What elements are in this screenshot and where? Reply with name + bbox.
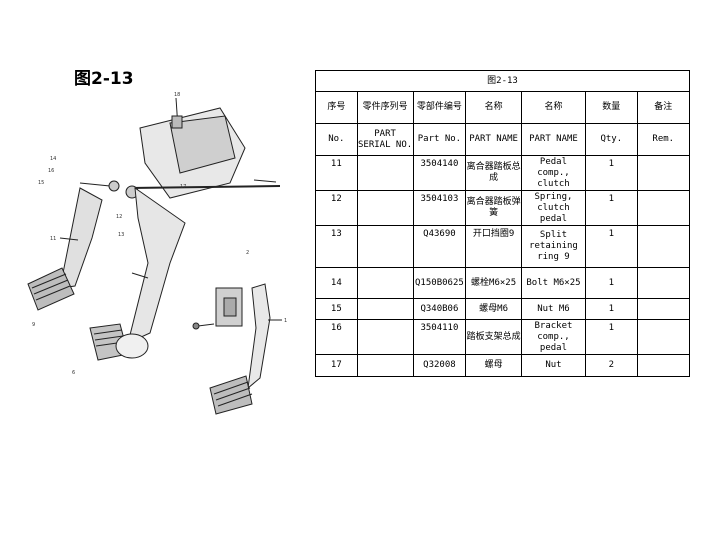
svg-text:9: 9 xyxy=(32,322,35,328)
table-caption: 图2-13 xyxy=(315,70,690,92)
table-row: 14 Q150B0625 螺栓M6×25 Bolt M6×25 1 xyxy=(315,267,691,299)
svg-text:2: 2 xyxy=(246,250,249,256)
cell-qty: 1 xyxy=(585,155,638,191)
table-row: 15 Q340B06 螺母M6 Nut M6 1 xyxy=(315,298,691,320)
cell-name-cn: 螺母M6 xyxy=(465,298,522,320)
cell-serial xyxy=(356,225,414,268)
cell-name-cn: 螺母 xyxy=(465,354,522,377)
cell-name-cn: 离合器踏板弹簧 xyxy=(465,190,522,226)
cell-serial xyxy=(356,155,414,191)
cell-part-no: Q43690 xyxy=(412,225,467,268)
header-serial-cn: 零件序列号 xyxy=(356,91,414,124)
svg-text:15: 15 xyxy=(38,180,44,186)
cell-serial xyxy=(356,354,414,377)
cell-name-cn: 螺栓M6×25 xyxy=(465,267,522,299)
cell-no: 14 xyxy=(315,267,358,299)
cell-serial xyxy=(356,319,414,355)
cell-name-cn: 踏板支架总成 xyxy=(465,319,522,355)
svg-text:16: 16 xyxy=(48,168,54,174)
svg-text:11: 11 xyxy=(50,236,56,242)
cell-serial xyxy=(356,190,414,226)
header-serial-en: PART SERIAL NO. xyxy=(356,123,414,156)
cell-name-en: Spring, clutch pedal xyxy=(520,190,587,226)
svg-text:1: 1 xyxy=(284,318,287,324)
cell-serial xyxy=(356,298,414,320)
cell-part-no: 3504110 xyxy=(412,319,467,355)
cell-no: 15 xyxy=(315,298,358,320)
cell-name-en: Bolt M6×25 xyxy=(520,267,587,299)
header-no-en: No. xyxy=(315,123,358,156)
cell-name-en: Pedal comp., clutch xyxy=(520,155,587,191)
header-row-en: No. PART SERIAL NO. Part No. PART NAME P… xyxy=(315,123,691,156)
cell-rem xyxy=(636,267,691,299)
cell-part-no: Q150B0625 xyxy=(412,267,467,299)
cell-qty: 1 xyxy=(585,319,638,355)
cell-name-cn: 开口挡圈9 xyxy=(465,225,522,268)
header-name2-en: PART NAME xyxy=(520,123,587,156)
cell-part-no: Q340B06 xyxy=(412,298,467,320)
table-caption-row: 图2-13 xyxy=(315,70,690,92)
svg-text:12: 12 xyxy=(116,214,122,220)
svg-text:14: 14 xyxy=(50,156,56,162)
cell-qty: 1 xyxy=(585,298,638,320)
cell-qty: 2 xyxy=(585,354,638,377)
cell-no: 12 xyxy=(315,190,358,226)
cell-name-en: Bracket comp., pedal xyxy=(520,319,587,355)
parts-table: 图2-13 序号 零件序列号 零部件编号 名称 名称 数量 备注 No. PAR… xyxy=(315,70,691,377)
header-name-cn: 名称 xyxy=(465,91,522,124)
cell-name-en: Split retaining ring 9 xyxy=(520,225,587,268)
cell-qty: 1 xyxy=(585,225,638,268)
table-row: 13 Q43690 开口挡圈9 Split retaining ring 9 1 xyxy=(315,225,691,268)
table-row: 12 3504103 离合器踏板弹簧 Spring, clutch pedal … xyxy=(315,190,691,226)
cell-no: 16 xyxy=(315,319,358,355)
cell-part-no: 3504103 xyxy=(412,190,467,226)
cell-part-no: 3504140 xyxy=(412,155,467,191)
header-rem-en: Rem. xyxy=(636,123,691,156)
table-row: 17 Q32008 螺母 Nut 2 xyxy=(315,354,691,377)
cell-rem xyxy=(636,298,691,320)
header-qty-cn: 数量 xyxy=(585,91,638,124)
header-no-cn: 序号 xyxy=(315,91,358,124)
svg-text:17: 17 xyxy=(180,184,186,190)
cell-part-no: Q32008 xyxy=(412,354,467,377)
svg-text:6: 6 xyxy=(72,370,75,376)
cell-rem xyxy=(636,319,691,355)
cell-no: 17 xyxy=(315,354,358,377)
cell-rem xyxy=(636,190,691,226)
cell-name-en: Nut xyxy=(520,354,587,377)
header-partno-cn: 零部件编号 xyxy=(412,91,467,124)
pedal-assembly-drawing: 18 14 15 16 17 11 12 13 9 2 1 6 xyxy=(27,92,287,415)
header-row-cn: 序号 零件序列号 零部件编号 名称 名称 数量 备注 xyxy=(315,91,691,124)
svg-text:13: 13 xyxy=(118,232,124,238)
header-name-en: PART NAME xyxy=(465,123,522,156)
header-name2-cn: 名称 xyxy=(520,91,587,124)
cell-rem xyxy=(636,354,691,377)
cell-qty: 1 xyxy=(585,190,638,226)
cell-serial xyxy=(356,267,414,299)
header-qty-en: Qty. xyxy=(585,123,638,156)
cell-no: 13 xyxy=(315,225,358,268)
figure-title: 图2-13 xyxy=(74,69,134,89)
cell-name-cn: 离合器踏板总成 xyxy=(465,155,522,191)
cell-no: 11 xyxy=(315,155,358,191)
cell-name-en: Nut M6 xyxy=(520,298,587,320)
table-row: 16 3504110 踏板支架总成 Bracket comp., pedal 1 xyxy=(315,319,691,355)
table-row: 11 3504140 离合器踏板总成 Pedal comp., clutch 1 xyxy=(315,155,691,191)
header-rem-cn: 备注 xyxy=(636,91,691,124)
cell-rem xyxy=(636,155,691,191)
svg-text:18: 18 xyxy=(174,92,180,98)
header-partno-en: Part No. xyxy=(412,123,467,156)
cell-qty: 1 xyxy=(585,267,638,299)
cell-rem xyxy=(636,225,691,268)
